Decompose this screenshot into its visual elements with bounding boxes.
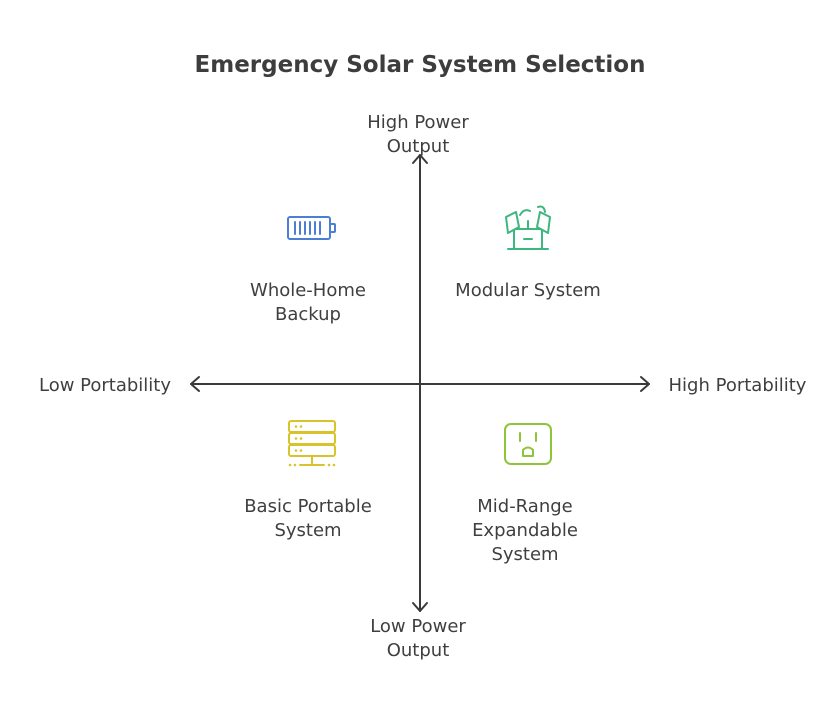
x-axis-left-label: Low Portability xyxy=(38,375,172,396)
quadrant-bottom-right-label: Mid-Range Expandable System xyxy=(472,496,578,565)
power-outlet-icon xyxy=(504,423,552,465)
arrow-up-icon xyxy=(412,154,428,164)
arrow-left-icon xyxy=(190,376,200,392)
quadrant-top-left-label: Whole-Home Backup xyxy=(250,280,366,325)
x-axis-right-label: High Portability xyxy=(668,375,807,396)
server-stack-icon xyxy=(288,420,336,467)
battery-icon xyxy=(287,216,336,240)
y-axis-bottom-label: Low Power Output xyxy=(370,616,466,661)
diagram-title: Emergency Solar System Selection xyxy=(194,52,646,78)
arrow-right-icon xyxy=(640,376,650,392)
quadrant-bottom-left-label: Basic Portable System xyxy=(244,496,372,541)
y-axis-top-label: High Power Output xyxy=(367,112,469,157)
modular-solar-icon xyxy=(505,205,551,250)
arrow-down-icon xyxy=(412,602,428,612)
quadrant-top-right-label: Modular System xyxy=(455,280,601,301)
